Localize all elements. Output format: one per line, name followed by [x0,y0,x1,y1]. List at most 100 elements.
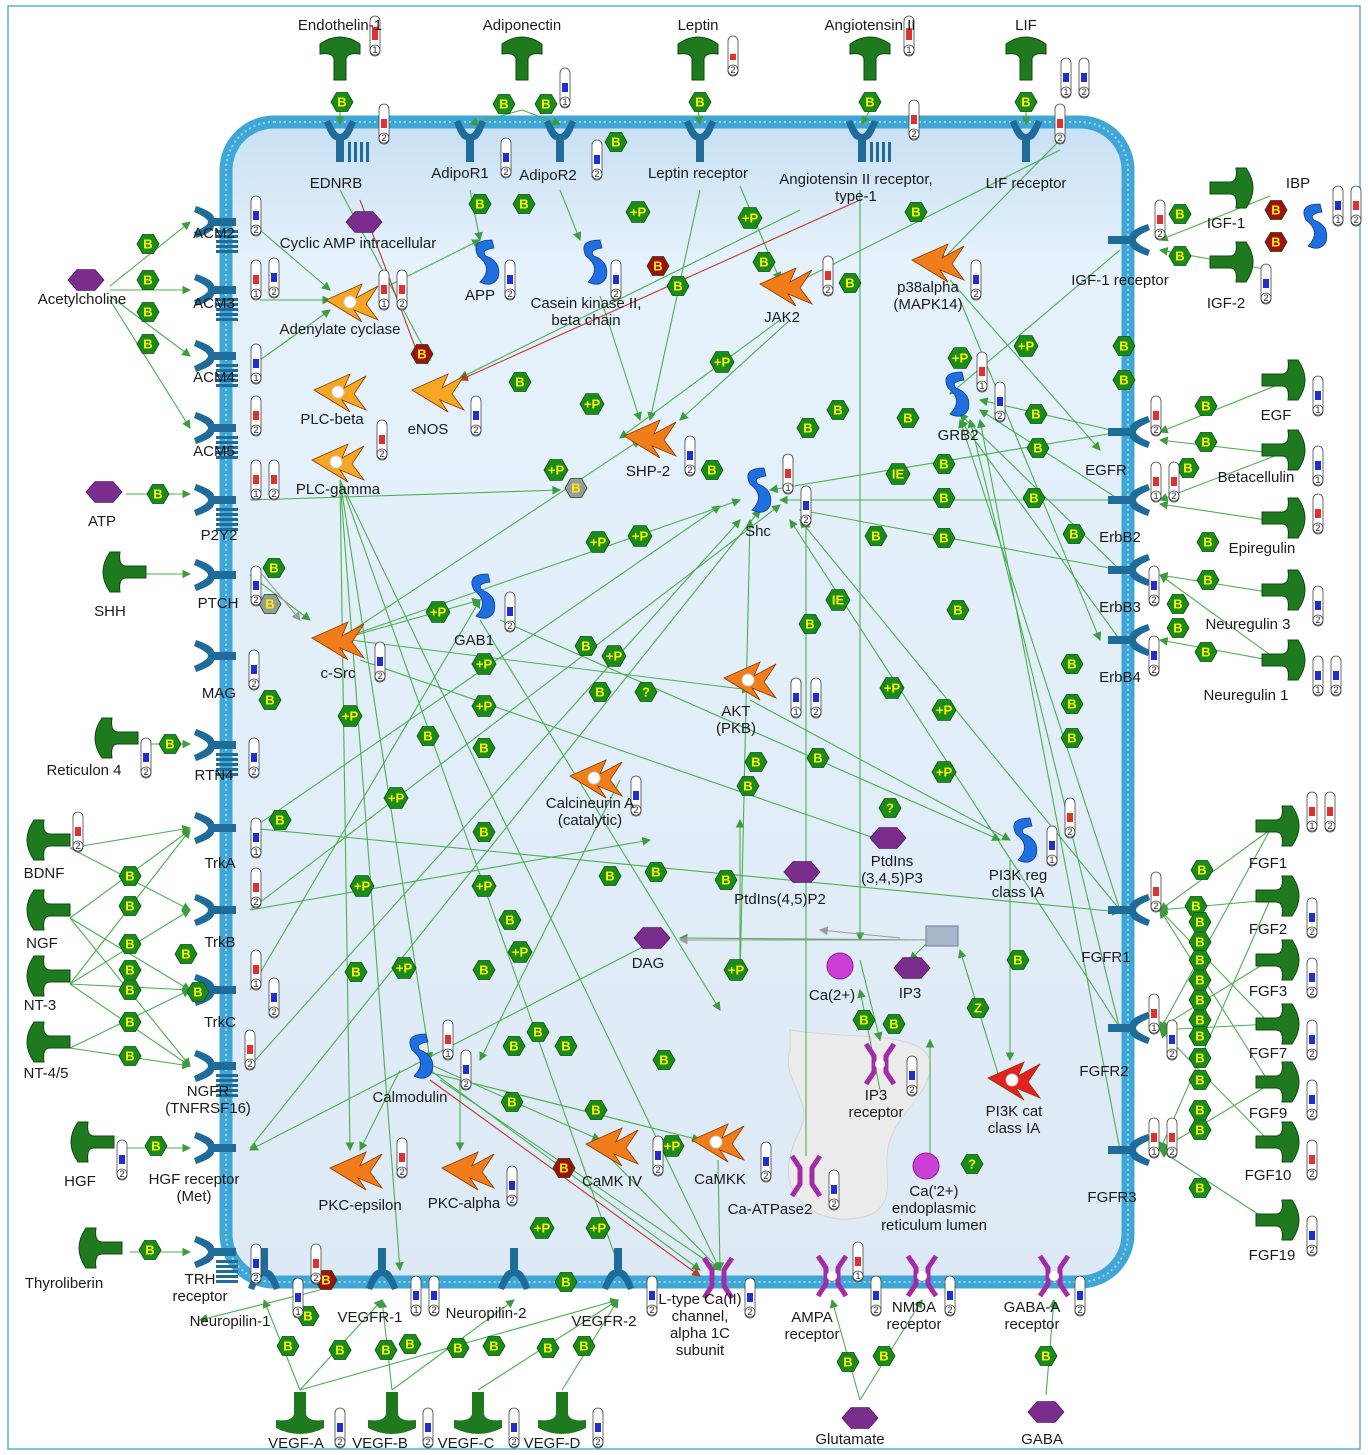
phosphorylation-edge-marker[interactable]: +P [931,761,957,783]
phosphorylation-edge-marker[interactable]: +P [601,645,627,667]
receptor-erbb3-icon[interactable] [1108,554,1150,586]
enzyme-c-src-icon[interactable] [311,621,366,661]
enzyme-p38alpha-mapk14-icon[interactable] [911,243,966,283]
binding-edge-marker[interactable]: B [1188,1100,1212,1120]
receptor-fgfr2-icon[interactable] [1108,1012,1150,1044]
binding-edge-marker[interactable]: B [598,866,622,886]
ligand-neuregulin-3-icon[interactable] [1261,569,1306,611]
receptor-trka-icon[interactable] [194,812,236,844]
binding-edge-marker[interactable]: B [1196,570,1220,590]
binding-edge-marker[interactable]: B [1014,92,1038,112]
binding-edge-marker[interactable]: B [1190,860,1214,880]
ligand-ngf-icon[interactable] [26,889,71,931]
binding-edge-marker[interactable]: B [838,273,862,293]
binding-edge-marker[interactable]: B [796,418,820,438]
binding-edge-marker[interactable]: B [744,752,768,772]
unknown-edge-marker[interactable]: ? [960,1154,984,1174]
phosphorylation-edge-marker[interactable]: +P [585,1217,611,1239]
binding-edge-marker[interactable]: B [262,558,286,578]
phosphorylation-edge-marker[interactable]: +P [391,957,417,979]
ligand-angiotensin-ii-icon[interactable] [849,36,891,81]
receptor-fgfr3-icon[interactable] [1108,1134,1150,1166]
inhibition-edge-marker[interactable]: IE [825,589,851,611]
receptor-ptch-icon[interactable] [194,559,236,591]
binding-edge-marker[interactable]: B [1188,970,1212,990]
protein-pi3k-reg-class-ia-icon[interactable] [1013,817,1038,863]
phosphorylation-edge-marker[interactable]: +P [737,207,763,229]
enzyme-shp-2-icon[interactable] [623,419,678,459]
channel-1-icon[interactable] [701,1256,735,1300]
inhibitory-binding-marker[interactable]: B [646,256,670,276]
unknown-edge-marker[interactable]: ? [878,798,902,818]
binding-edge-marker[interactable]: B [1166,618,1190,638]
binding-edge-marker[interactable]: B [1166,594,1190,614]
unspecified-binding-marker[interactable]: B [564,478,588,498]
metabolite-ptdins-4-5-p2-icon[interactable] [783,861,821,883]
binding-edge-marker[interactable]: B [872,1346,896,1366]
binding-edge-marker[interactable]: B [344,962,368,982]
binding-edge-marker[interactable]: B [118,896,142,916]
binding-edge-marker[interactable]: B [852,1010,876,1030]
binding-edge-marker[interactable]: B [1188,1120,1212,1140]
binding-edge-marker[interactable]: B [864,526,888,546]
binding-edge-marker[interactable]: B [1060,728,1084,748]
binding-edge-marker[interactable]: B [118,934,142,954]
ligand-hgf-icon[interactable] [70,1121,115,1163]
binding-edge-marker[interactable]: B [752,252,776,272]
protein-calmodulin-icon[interactable] [409,1033,434,1079]
binding-edge-marker[interactable]: B [136,270,160,290]
metabolite-atp-icon[interactable] [85,481,123,503]
ip3-receptor-icon[interactable] [863,1042,897,1086]
binding-edge-marker[interactable]: B [588,682,612,702]
enzyme-plc-gamma-icon[interactable] [311,443,366,483]
ligand-igf-1-icon[interactable] [1209,167,1254,209]
enzyme-camk-iv-icon[interactable] [585,1127,640,1167]
binding-edge-marker[interactable]: B [492,94,516,114]
ligand-neuregulin-1-icon[interactable] [1261,639,1306,681]
binding-edge-marker[interactable]: B [714,870,738,890]
binding-edge-marker[interactable]: B [644,862,668,882]
phosphorylation-edge-marker[interactable]: +P [507,941,533,963]
ligand-thyroliberin-icon[interactable] [78,1227,123,1269]
binding-edge-marker[interactable]: B [1026,438,1050,458]
binding-edge-marker[interactable]: B [472,738,496,758]
phosphorylation-edge-marker[interactable]: +P [543,459,569,481]
receptor-adipor1-icon[interactable] [454,120,486,162]
ligand-endothelin-1-icon[interactable] [319,36,361,81]
phosphorylation-edge-marker[interactable]: +P [723,959,749,981]
phosphorylation-edge-marker[interactable]: +P [947,347,973,369]
enzyme-plc-beta-icon[interactable] [313,373,368,413]
receptor-erbb2-icon[interactable] [1108,484,1150,516]
binding-edge-marker[interactable]: B [446,1338,470,1358]
binding-edge-marker[interactable]: B [932,488,956,508]
binding-edge-marker[interactable]: B [1188,1178,1212,1198]
protein-shc-icon[interactable] [747,467,772,513]
binding-edge-marker[interactable]: B [1034,1346,1058,1366]
ligand-fgf2-icon[interactable] [1255,875,1300,917]
binding-edge-marker[interactable]: B [498,910,522,930]
ligand-igf-2-icon[interactable] [1209,241,1254,283]
phosphorylation-edge-marker[interactable]: +P [529,1217,555,1239]
binding-edge-marker[interactable]: B [584,1100,608,1120]
receptor-acm4-icon[interactable] [194,340,238,387]
binding-edge-marker[interactable]: B [136,302,160,322]
metabolite-ip3-icon[interactable] [893,957,931,979]
phosphorylation-edge-marker[interactable]: +P [471,875,497,897]
metabolite-dag-icon[interactable] [633,927,671,949]
binding-edge-marker[interactable]: B [836,1352,860,1372]
binding-edge-marker[interactable]: B [1188,1070,1212,1090]
binding-edge-marker[interactable]: B [526,1022,550,1042]
binding-edge-marker[interactable]: B [472,822,496,842]
phosphorylation-edge-marker[interactable]: +P [1013,335,1039,357]
ligand-fgf3-icon[interactable] [1255,939,1300,981]
phosphorylation-edge-marker[interactable]: +P [471,695,497,717]
receptor-acm3-icon[interactable] [194,274,238,321]
phosphorylation-edge-marker[interactable]: +P [579,393,605,415]
binding-edge-marker[interactable]: B [572,1336,596,1356]
ligand-vegf-a-icon[interactable] [276,1392,324,1434]
inhibition-edge-marker[interactable]: IE [885,463,911,485]
binding-edge-marker[interactable]: B [1006,950,1030,970]
binding-edge-marker[interactable]: B [882,1014,906,1034]
ligand-epiregulin-icon[interactable] [1261,497,1306,539]
enzyme-enos-icon[interactable] [411,373,466,413]
